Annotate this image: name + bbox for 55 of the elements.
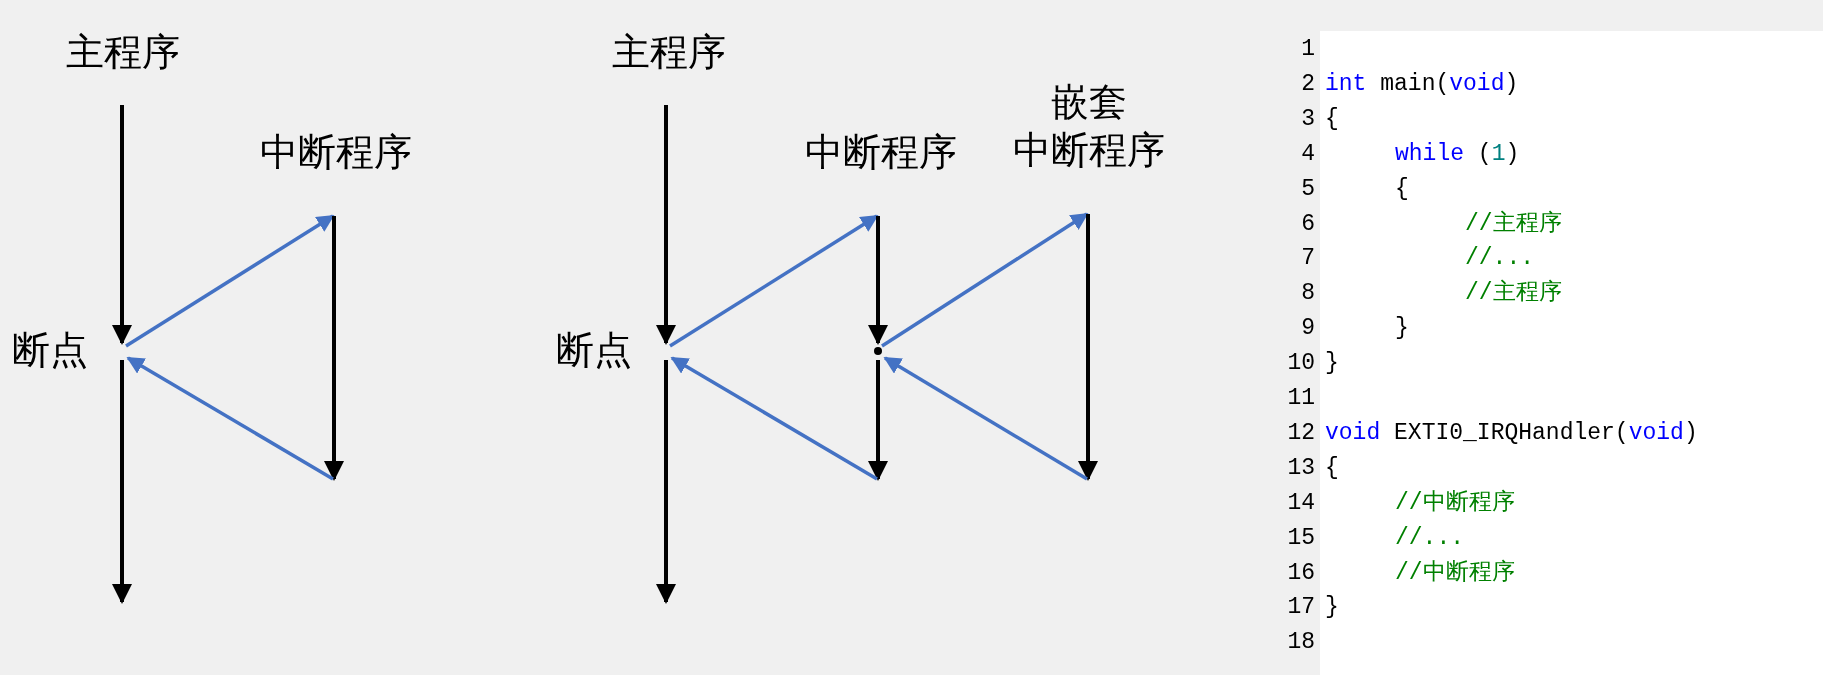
- program-label: 中断程序: [260, 128, 412, 176]
- breakpoint-label: 断点: [12, 326, 88, 374]
- code-line: {: [1325, 453, 1339, 483]
- timeline-arrow: [1078, 214, 1098, 481]
- program-label: 主程序: [612, 28, 726, 76]
- interrupt-arrow: [881, 212, 1089, 348]
- line-number: 5: [1301, 174, 1315, 204]
- code-line: void EXTI0_IRQHandler(void): [1325, 418, 1698, 448]
- line-number: 13: [1287, 453, 1315, 483]
- line-number: 1: [1301, 35, 1315, 64]
- program-label: 中断程序: [805, 128, 957, 176]
- breakpoint-label: 断点: [556, 326, 632, 374]
- code-line: }: [1325, 349, 1339, 379]
- line-number: 9: [1301, 314, 1315, 344]
- line-number: 17: [1287, 593, 1315, 623]
- code-line: //主程序: [1465, 278, 1562, 309]
- code-line: int main(void): [1325, 69, 1519, 99]
- line-number: 14: [1287, 488, 1315, 518]
- line-number: 15: [1287, 523, 1315, 553]
- line-number: 2: [1301, 69, 1315, 99]
- line-number: 11: [1287, 384, 1315, 413]
- breakpoint-dot: [874, 347, 882, 355]
- code-line: {: [1395, 174, 1409, 204]
- line-number: 6: [1301, 209, 1315, 239]
- timeline-arrow: [868, 216, 888, 345]
- code-line: //主程序: [1465, 209, 1562, 239]
- timeline-arrow: [656, 105, 676, 345]
- timeline-arrow: [112, 360, 132, 604]
- line-number: 3: [1301, 104, 1315, 134]
- timeline-arrow: [324, 216, 344, 481]
- code-line: while (1): [1395, 139, 1520, 169]
- code-line: {: [1325, 104, 1339, 134]
- line-number: 12: [1287, 418, 1315, 448]
- timeline-arrow: [868, 360, 888, 481]
- code-line: }: [1395, 314, 1409, 344]
- line-number: 16: [1287, 558, 1315, 588]
- line-number: 18: [1287, 628, 1315, 658]
- program-label: 主程序: [66, 28, 180, 76]
- line-number: 10: [1287, 349, 1315, 379]
- code-line: //中断程序: [1395, 488, 1515, 518]
- interrupt-arrow: [670, 356, 878, 481]
- interrupt-arrow: [126, 356, 334, 481]
- timeline-arrow: [656, 360, 676, 604]
- line-number: 7: [1301, 244, 1315, 274]
- program-label: 嵌套 中断程序: [1013, 78, 1165, 174]
- code-line: //...: [1395, 523, 1464, 553]
- line-number: 8: [1301, 279, 1315, 309]
- code-line: }: [1325, 593, 1339, 623]
- interrupt-arrow: [883, 356, 1088, 481]
- interrupt-arrow: [125, 214, 335, 348]
- interrupt-arrow: [669, 214, 879, 348]
- code-line: //中断程序: [1395, 558, 1515, 588]
- timeline-arrow: [112, 105, 132, 345]
- line-number: 4: [1301, 139, 1315, 169]
- code-line: //...: [1465, 244, 1534, 274]
